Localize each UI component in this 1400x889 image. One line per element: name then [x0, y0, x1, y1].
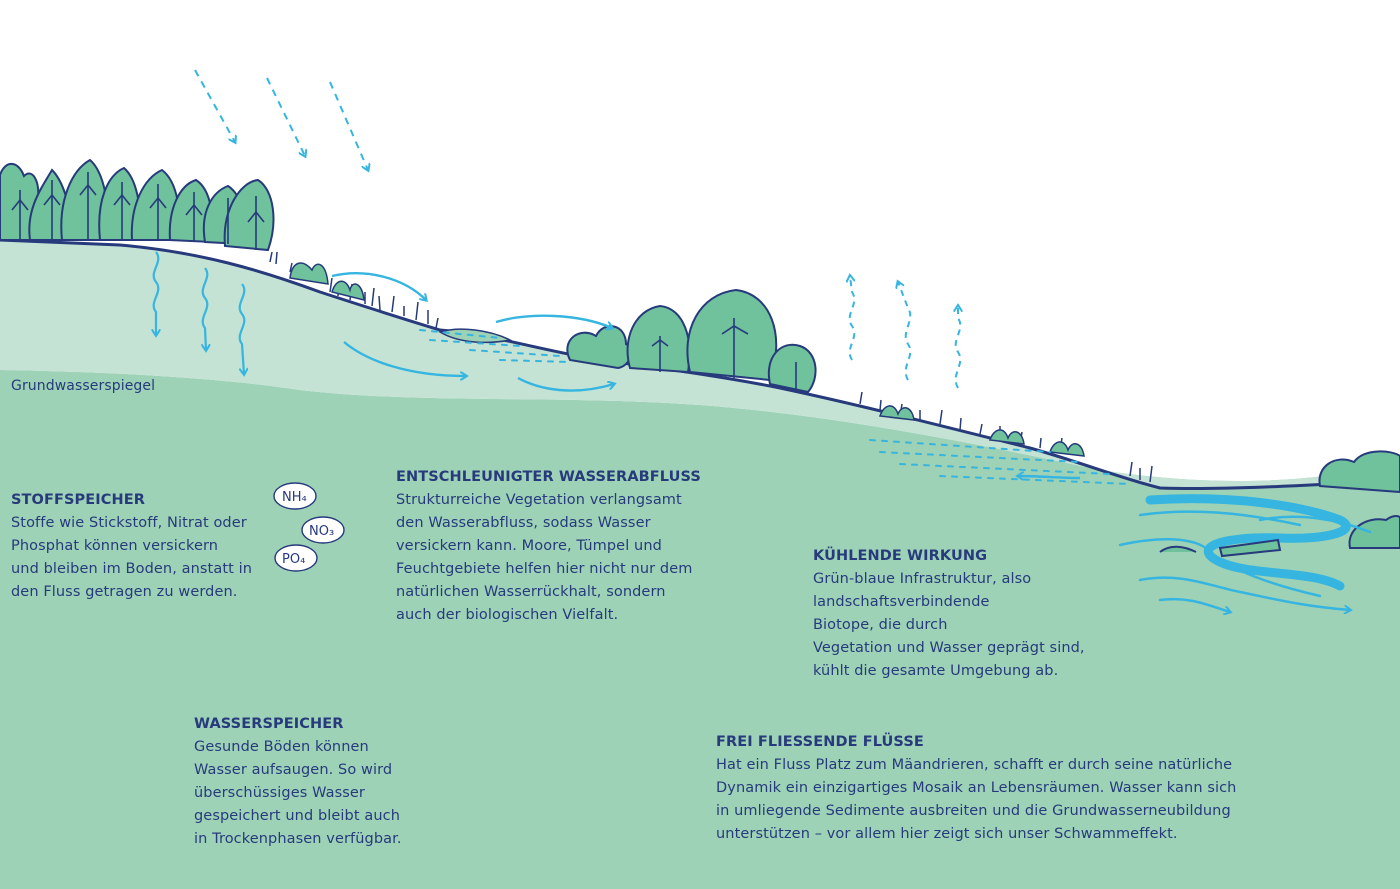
wasserspeicher-text: Gesunde Böden können Wasser aufsaugen. S… — [194, 739, 402, 847]
fluesse-block: FREI FLIESSENDE FLÜSSE Hat ein Fluss Pla… — [716, 731, 1296, 846]
evaporation-arrows — [850, 276, 961, 389]
nutrient-bubbles: NH₄ NO₃ PO₄ — [273, 482, 345, 572]
riverside-shrubs — [1318, 450, 1400, 549]
river-weeds — [1159, 545, 1197, 553]
middle-trunks — [651, 318, 797, 392]
forest-trunks — [11, 172, 265, 250]
middle-trees — [566, 288, 817, 394]
wasserspeicher-title: WASSERSPEICHER — [194, 716, 344, 732]
kuehlend-title: KÜHLENDE WIRKUNG — [813, 548, 988, 564]
po4-bubble — [274, 544, 318, 572]
river-log — [1218, 538, 1282, 558]
fluesse-title: FREI FLIESSENDE FLÜSSE — [716, 734, 924, 750]
deep-soil-layer — [0, 370, 1400, 889]
wasserspeicher-block: WASSERSPEICHER Gesunde Böden können Wass… — [194, 713, 434, 851]
no3-bubble — [301, 516, 345, 544]
fluesse-text: Hat ein Fluss Platz zum Mäandrieren, sch… — [716, 757, 1237, 842]
kuehlend-text: Grün-blaue Infrastruktur, also landschaf… — [813, 571, 1085, 679]
runoff-arrows — [331, 272, 1081, 478]
meandering-river — [1118, 494, 1372, 612]
wasserabfluss-text: Strukturreiche Vegetation verlangsamt de… — [396, 492, 693, 623]
no3-label: NO₃ — [309, 524, 334, 539]
forest-trees — [0, 158, 275, 252]
ground-surface-line — [0, 238, 1400, 491]
groundwater-label: Grundwasserspiegel — [11, 378, 156, 394]
stoffspeicher-title: STOFFSPEICHER — [11, 492, 145, 508]
wasserabfluss-title: ENTSCHLEUNIGTER WASSERABFLUSS — [396, 469, 701, 485]
kuehlend-block: KÜHLENDE WIRKUNG Grün-blaue Infrastruktu… — [813, 545, 1113, 683]
po4-label: PO₄ — [282, 552, 305, 567]
stoffspeicher-text: Stoffe wie Stickstoff, Nitrat oder Phosp… — [11, 515, 253, 600]
nh4-bubble — [273, 482, 317, 510]
grass-bushes — [289, 262, 1085, 457]
infiltration-arrows — [154, 251, 245, 374]
stoffspeicher-block: STOFFSPEICHER Stoffe wie Stickstoff, Nit… — [11, 489, 273, 604]
wasserabfluss-block: ENTSCHLEUNIGTER WASSERABFLUSS Strukturre… — [396, 466, 726, 627]
pond — [438, 328, 513, 344]
rain-arrows — [194, 69, 368, 170]
nh4-label: NH₄ — [282, 490, 307, 505]
water-seep-dots — [419, 329, 1131, 485]
